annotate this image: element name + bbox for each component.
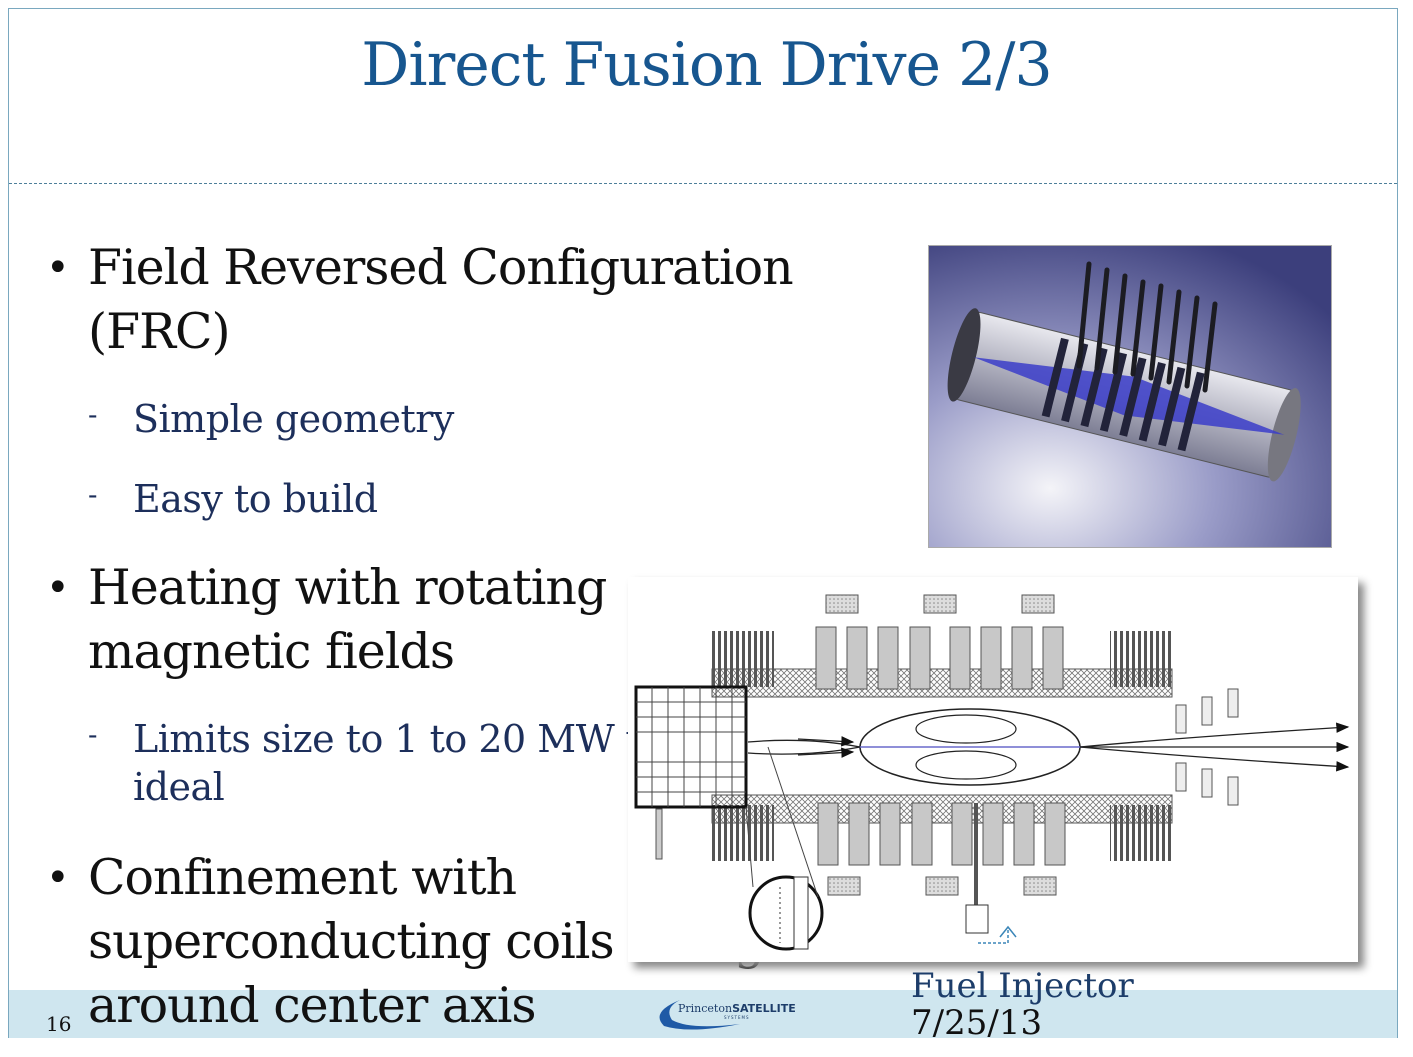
logo-brand-sub: SYSTEMS	[724, 1015, 750, 1020]
bullet-marker: •	[46, 565, 70, 611]
bullet-1-line-2: (FRC)	[88, 303, 231, 360]
frc-schematic-graphic	[634, 594, 1350, 951]
logo-brand-regular: Princeton	[678, 1002, 733, 1015]
logo-brand-bold: SATELLITE	[732, 1002, 796, 1015]
fuel-injector-label: Fuel Injector	[911, 966, 1134, 1006]
bullet-marker: •	[46, 855, 70, 901]
sub-bullet-marker: -	[88, 398, 98, 431]
bullet-marker: •	[46, 245, 70, 291]
slide-number: 16	[46, 1012, 72, 1036]
bullet-2: Heating with rotating magnetic fields	[88, 556, 607, 684]
slide-date: 7/25/13	[911, 1003, 1043, 1043]
frc-render-graphic	[929, 246, 1331, 547]
title-divider	[9, 183, 1397, 184]
logo-swoosh-icon	[659, 1000, 740, 1030]
bullet-1: Field Reversed Configuration (FRC)	[88, 236, 794, 364]
slide-title: Direct Fusion Drive 2/3	[361, 30, 1052, 100]
bullet-3: Confinement with superconducting coils –…	[88, 846, 789, 1038]
bullet-2-line-2: magnetic fields	[88, 623, 455, 680]
sub-bullet-2-1-line-2: ideal	[133, 765, 225, 809]
bullet-3-line-1: Confinement with	[88, 849, 517, 906]
sub-bullet-1-2: Easy to build	[133, 477, 378, 521]
bullet-1-line-1: Field Reversed Configuration	[88, 239, 794, 296]
princeton-satellite-logo: PrincetonSATELLITE SYSTEMS	[650, 994, 825, 1034]
footer-band	[9, 990, 1397, 1038]
sub-bullet-marker: -	[88, 478, 98, 511]
bullet-2-line-1: Heating with rotating	[88, 559, 607, 616]
sub-bullet-1-1: Simple geometry	[133, 397, 454, 441]
sub-bullet-marker: -	[88, 718, 98, 751]
bullet-3-line-3: around center axis	[88, 977, 537, 1034]
frc-engine-render	[928, 245, 1332, 548]
frc-schematic-diagram	[628, 577, 1358, 962]
